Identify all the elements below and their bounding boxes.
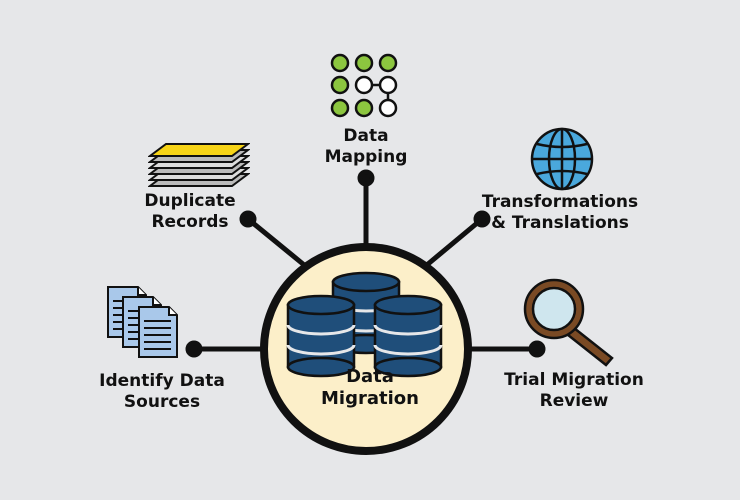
label-trial-review-line1: Trial Migration bbox=[504, 370, 644, 390]
connector-duplicate-records bbox=[245, 216, 306, 267]
label-duplicate-records-line2: Records bbox=[151, 212, 229, 232]
label-transformations: Transformations & Translations bbox=[480, 192, 640, 234]
label-data-mapping-line2: Mapping bbox=[324, 147, 408, 167]
label-trial-review: Trial Migration Review bbox=[494, 370, 654, 412]
center-label-line2: Migration bbox=[321, 388, 419, 409]
label-data-mapping: Data Mapping bbox=[306, 126, 426, 168]
paper-stack-icon bbox=[148, 143, 250, 187]
label-identify-sources-line1: Identify Data bbox=[99, 371, 225, 391]
connector-dot-trial-review bbox=[528, 340, 546, 358]
center-label: Data Migration bbox=[270, 366, 470, 410]
label-identify-sources-line2: Sources bbox=[123, 392, 201, 412]
documents-icon bbox=[107, 286, 178, 358]
label-data-mapping-line1: Data bbox=[343, 126, 389, 146]
label-transformations-line2: & Translations bbox=[491, 213, 629, 233]
database-stack-icon bbox=[286, 271, 443, 378]
connector-dot-transformations bbox=[473, 210, 491, 228]
connector-transformations bbox=[425, 216, 485, 267]
label-duplicate-records: Duplicate Records bbox=[130, 191, 250, 233]
magnifier-icon bbox=[523, 278, 614, 367]
center-label-line1: Data bbox=[346, 366, 394, 387]
label-trial-review-line2: Review bbox=[539, 391, 609, 411]
connector-dot-duplicate-records bbox=[239, 210, 257, 228]
connector-dot-identify-sources bbox=[185, 340, 203, 358]
label-duplicate-records-line1: Duplicate bbox=[144, 191, 236, 211]
label-identify-sources: Identify Data Sources bbox=[92, 371, 232, 413]
globe-icon bbox=[530, 127, 594, 191]
connector-dot-data-mapping bbox=[357, 169, 375, 187]
node-grid-icon bbox=[330, 53, 398, 118]
label-transformations-line1: Transformations bbox=[481, 192, 639, 212]
